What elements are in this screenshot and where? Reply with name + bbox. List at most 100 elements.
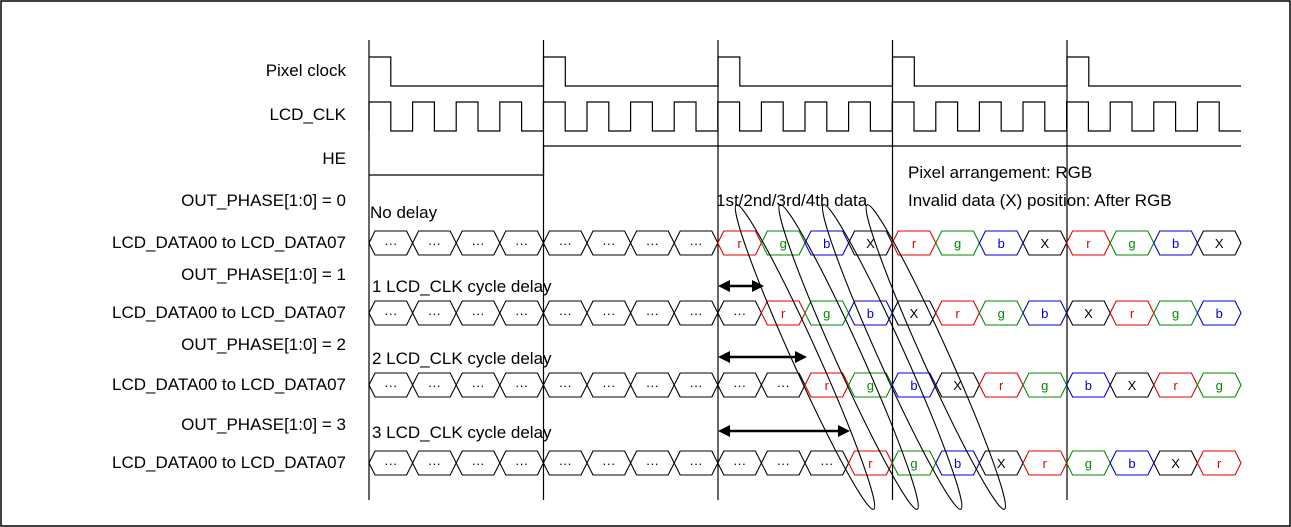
data-cell-label: ··· [559, 456, 572, 471]
note-delay-1: 1 LCD_CLK cycle delay [372, 277, 552, 296]
label-lcd-data-row-3: LCD_DATA00 to LCD_DATA07 [112, 453, 346, 472]
data-cell-label: ··· [428, 456, 441, 471]
data-group-ellipses [734, 204, 1007, 510]
data-cell-label: r [1130, 306, 1135, 321]
data-cell-label: ··· [820, 456, 833, 471]
data-cell-label: ··· [559, 236, 572, 251]
data-cell-label: r [1043, 456, 1048, 471]
data-cell-label: b [1172, 236, 1179, 251]
note-no-delay: No delay [370, 203, 438, 222]
data-cell-label: g [998, 306, 1005, 321]
data-cell-label: ··· [472, 378, 485, 393]
label-lcd-clk: LCD_CLK [269, 105, 346, 124]
note-data-order: 1st/2nd/3rd/4th data [716, 191, 868, 210]
data-cell-label: g [1041, 378, 1048, 393]
delay-arrow-1-head-left [718, 280, 730, 292]
data-cell-label: ··· [733, 378, 746, 393]
data-cell-label: g [780, 236, 787, 251]
he-wave [369, 145, 1241, 176]
data-cell-label: g [1216, 378, 1223, 393]
note-delay-3: 3 LCD_CLK cycle delay [372, 423, 552, 442]
data-cell-label: g [823, 306, 830, 321]
data-cell-label: X [1040, 236, 1049, 251]
data-cell-label: ··· [602, 306, 615, 321]
label-pixel-clock: Pixel clock [266, 61, 347, 80]
data-cell-label: X [1171, 456, 1180, 471]
data-cell-label: ··· [602, 378, 615, 393]
delay-arrow-1-head-right [752, 280, 764, 292]
data-cell-label: b [1216, 306, 1223, 321]
data-cell-label: ··· [384, 378, 397, 393]
data-cell-label: g [867, 378, 874, 393]
data-cell-label: X [1128, 378, 1137, 393]
data-cell-label: ··· [690, 456, 703, 471]
data-cell-label: ··· [472, 306, 485, 321]
data-cell-label: ··· [428, 236, 441, 251]
data-cell-label: ··· [515, 306, 528, 321]
data-group-ellipse-1 [734, 204, 876, 510]
data-cell-label: ··· [384, 456, 397, 471]
data-cell-label: g [1085, 456, 1092, 471]
label-lcd-data-row-2: LCD_DATA00 to LCD_DATA07 [112, 375, 346, 394]
data-cell-label: ··· [690, 306, 703, 321]
delay-arrows [718, 280, 850, 437]
data-cell-label: ··· [646, 378, 659, 393]
data-group-ellipse-4 [865, 204, 1007, 510]
data-cell-label: ··· [472, 236, 485, 251]
data-cell-label: ··· [384, 306, 397, 321]
note-pixel-arrangement: Pixel arrangement: RGB [908, 163, 1092, 182]
label-lcd-data-row-0: LCD_DATA00 to LCD_DATA07 [112, 233, 346, 252]
data-cell-label: r [1217, 456, 1222, 471]
data-cell-label: r [999, 378, 1004, 393]
data-cell-label: ··· [777, 456, 790, 471]
data-cell-label: r [912, 236, 917, 251]
data-cell-label: g [1172, 306, 1179, 321]
data-cell [1196, 300, 1242, 326]
data-cell-label: ··· [646, 306, 659, 321]
data-cell-label: b [910, 378, 917, 393]
data-cell-label: b [1041, 306, 1048, 321]
data-cell-label: X [1084, 306, 1093, 321]
data-cell-label: b [867, 306, 874, 321]
data-cell-label: b [823, 236, 830, 251]
data-cell-label: g [910, 456, 917, 471]
data-cell-label: X [953, 378, 962, 393]
data-cell-label: ··· [559, 378, 572, 393]
data-cell [1196, 372, 1242, 398]
data-cell-label: b [1128, 456, 1135, 471]
data-cell-label: ··· [690, 378, 703, 393]
label-out-phase-0: OUT_PHASE[1:0] = 0 [181, 191, 346, 210]
data-cell-label: ··· [515, 456, 528, 471]
data-cell-label: ··· [602, 456, 615, 471]
data-cell-label: ··· [733, 306, 746, 321]
data-cell-label: r [868, 456, 873, 471]
label-lcd-data-row-1: LCD_DATA00 to LCD_DATA07 [112, 303, 346, 322]
data-cell-label: X [997, 456, 1006, 471]
lcd-clk-wave [368, 101, 1241, 132]
data-cell-label: X [866, 236, 875, 251]
data-cell-label: r [1086, 236, 1091, 251]
data-cell-label: ··· [602, 236, 615, 251]
pixel-clock-wave [369, 56, 1241, 87]
data-cell-label: g [1128, 236, 1135, 251]
data-cell-label: r [737, 236, 742, 251]
label-out-phase-2: OUT_PHASE[1:0] = 2 [181, 335, 346, 354]
note-delay-2: 2 LCD_CLK cycle delay [372, 349, 552, 368]
delay-arrow-3-head-right [838, 425, 850, 437]
data-cell-label: ··· [428, 378, 441, 393]
data-group-ellipse-2 [778, 204, 919, 510]
data-cell-label: r [1173, 378, 1178, 393]
note-invalid-data-position: Invalid data (X) position: After RGB [908, 191, 1172, 210]
data-cell-label: g [954, 236, 961, 251]
data-cell-label: ··· [515, 236, 528, 251]
data-cell-label: r [955, 306, 960, 321]
data-cell-label: ··· [515, 378, 528, 393]
data-cell-label: ··· [472, 456, 485, 471]
data-cell [1196, 230, 1242, 256]
delay-arrow-2-head-left [718, 351, 730, 363]
data-cell-label: ··· [690, 236, 703, 251]
data-group-ellipse-3 [821, 204, 963, 510]
